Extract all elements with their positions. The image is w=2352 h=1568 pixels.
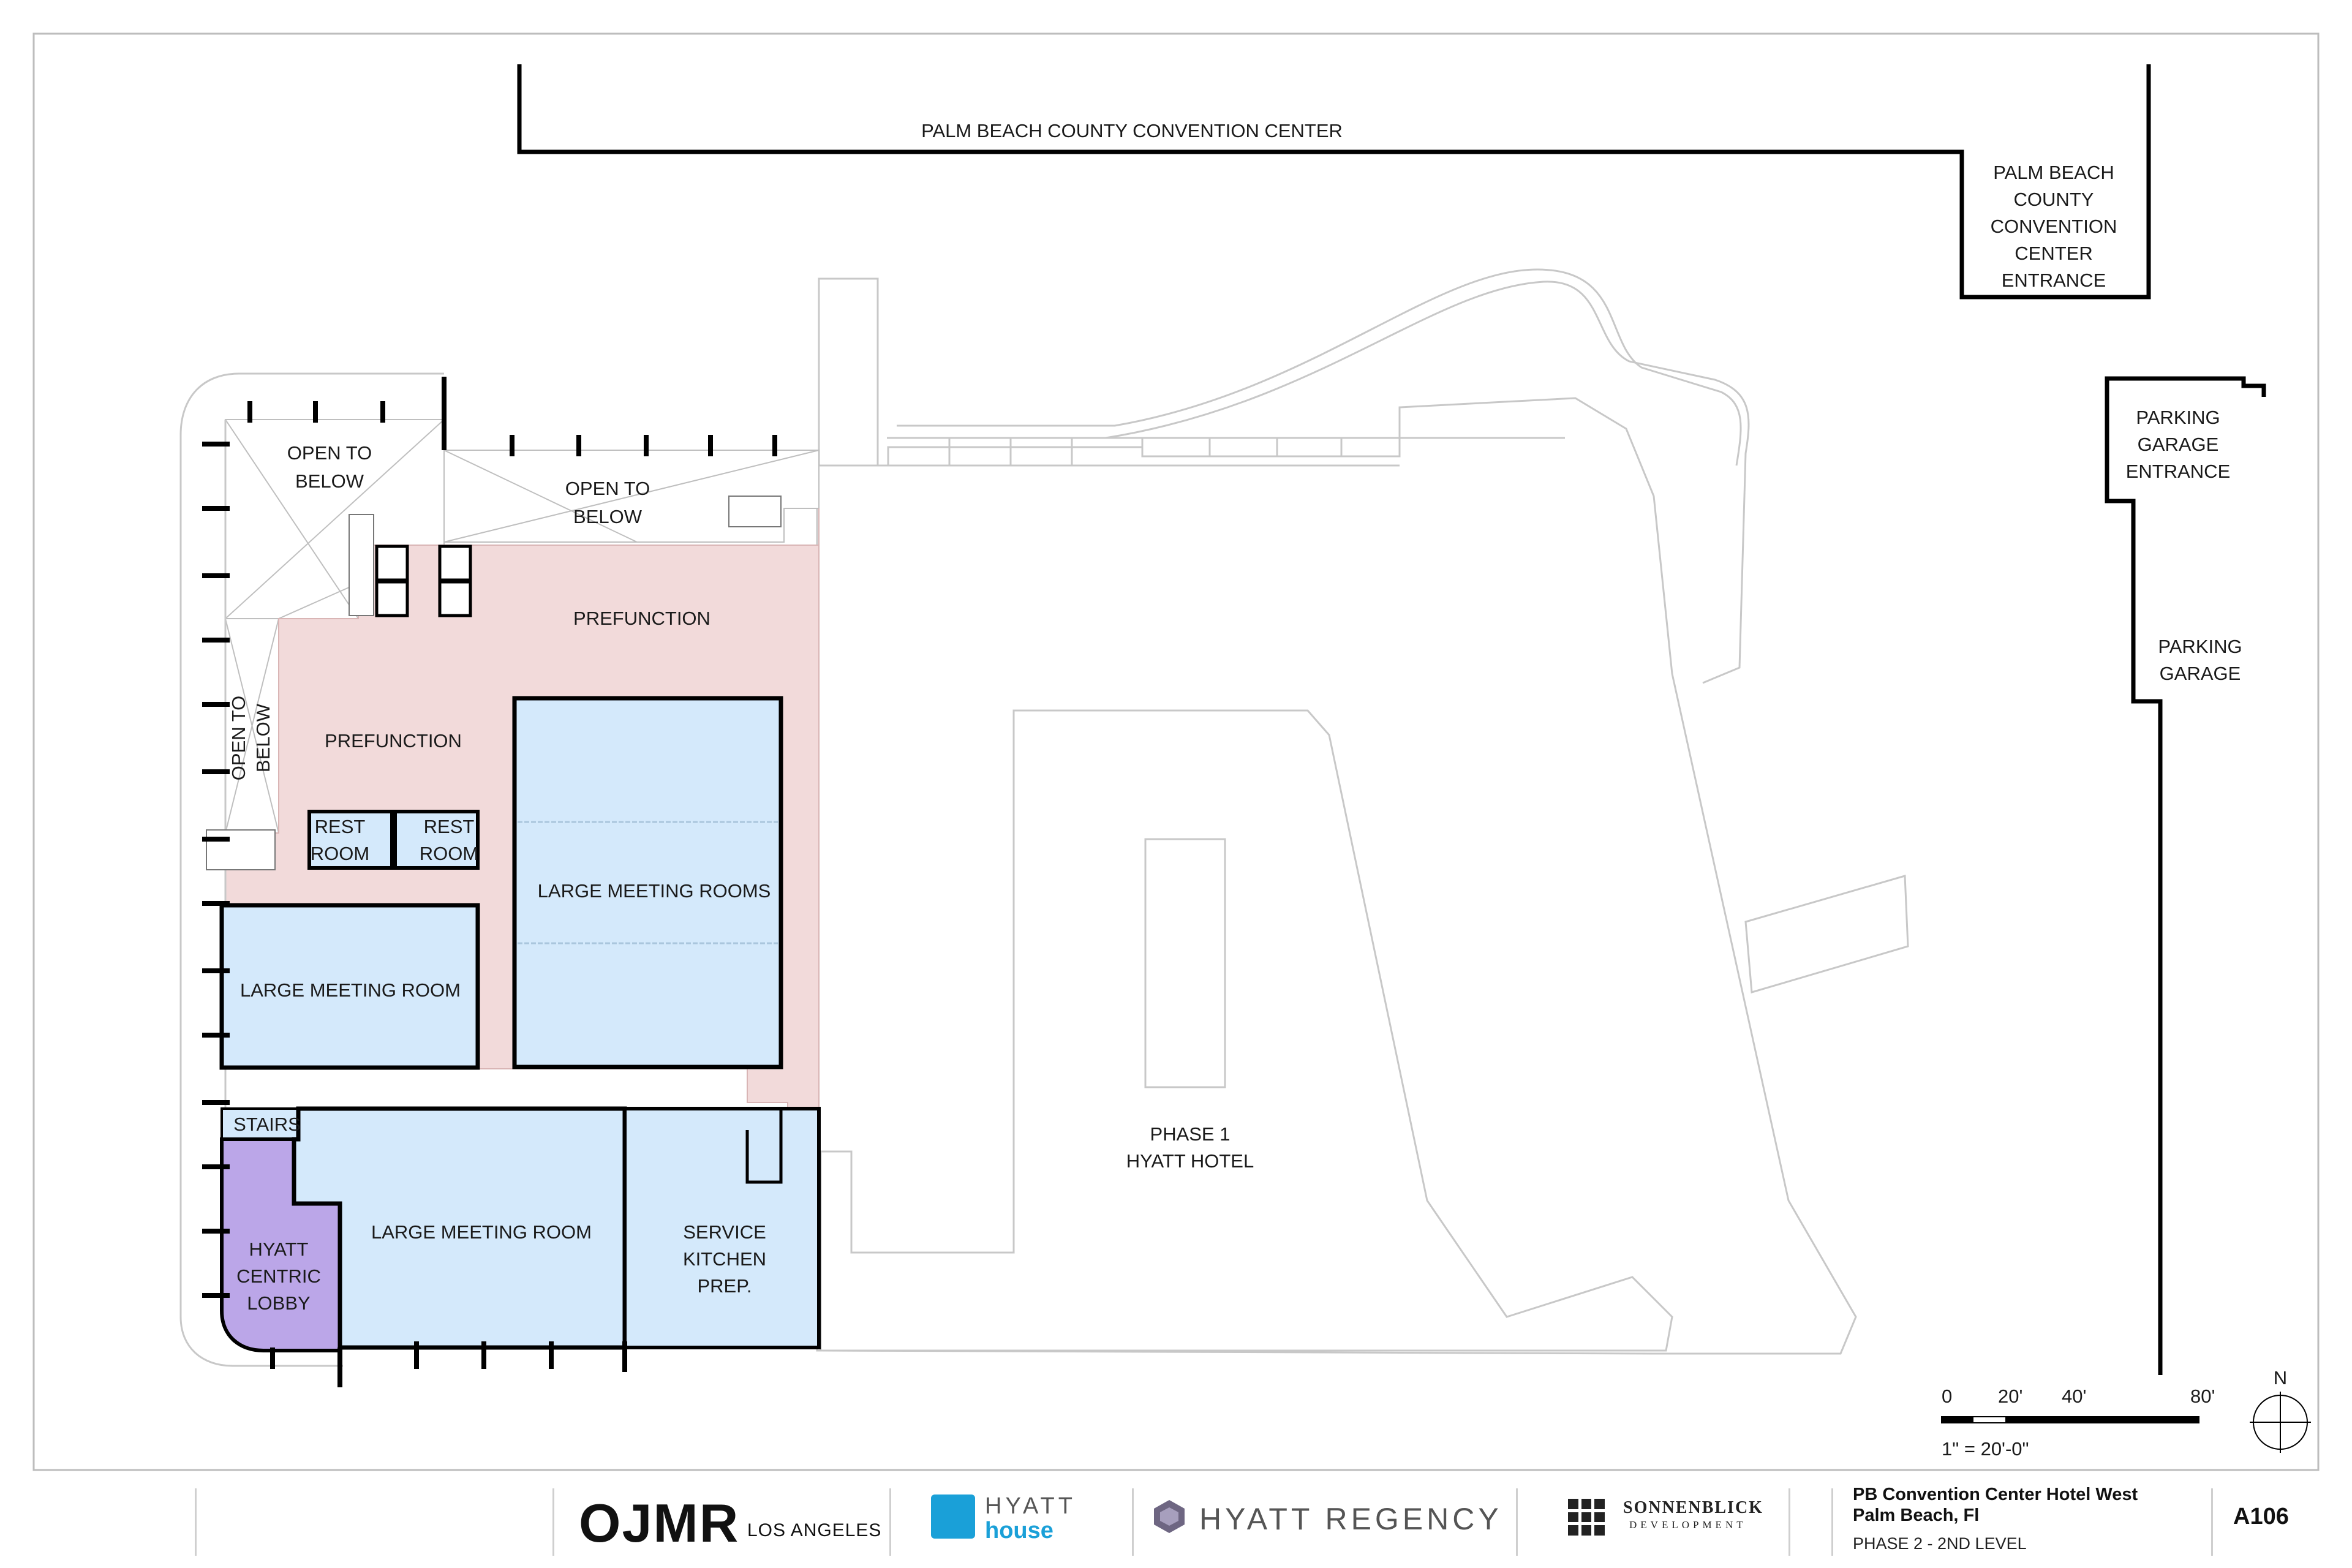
label-stairs: STAIRS xyxy=(233,1114,301,1135)
label-parking-entrance-2: GARAGE xyxy=(2138,434,2219,455)
label-parking-garage-1: PARKING xyxy=(2158,636,2242,657)
ojmr-logo: OJMR xyxy=(579,1493,740,1553)
label-cc-entrance-3: CONVENTION xyxy=(1991,216,2117,237)
sonnenblick-logo-icon xyxy=(1568,1499,1605,1536)
label-large-meeting-rooms: LARGE MEETING ROOMS xyxy=(538,880,771,902)
scale-bar: 0 20' 40' 80' 1" = 20'-0" xyxy=(1941,1385,2215,1460)
label-cc-entrance-2: COUNTY xyxy=(2014,189,2094,210)
hyatt-regency-text: HYATT REGENCY xyxy=(1199,1502,1502,1536)
large-meeting-rooms-block xyxy=(512,696,783,1069)
label-lobby-1: HYATT xyxy=(249,1238,308,1260)
label-lobby-3: LOBBY xyxy=(247,1292,310,1314)
hyatt-regency-logo-icon xyxy=(1154,1500,1185,1533)
label-parking-entrance-3: ENTRANCE xyxy=(2126,461,2231,482)
convention-center-wall xyxy=(517,64,2151,300)
tb-divider-6 xyxy=(1789,1488,1790,1556)
ojmr-city: LOS ANGELES xyxy=(747,1520,882,1540)
label-cc-entrance-4: CENTER xyxy=(2015,243,2092,264)
scale-note: 1" = 20'-0" xyxy=(1942,1438,2029,1460)
hyatt-house-logo-icon xyxy=(931,1494,975,1539)
label-large-meeting-room-left: LARGE MEETING ROOM xyxy=(240,979,461,1001)
label-open-below-3a: OPEN TO xyxy=(228,696,249,780)
tb-divider-4 xyxy=(1132,1488,1134,1556)
sheet-description: PHASE 2 - 2ND LEVEL xyxy=(1853,1534,2027,1553)
label-open-below-2b: BELOW xyxy=(573,506,643,527)
rest-room-2-shape xyxy=(393,810,480,870)
label-service-kitchen-3: PREP. xyxy=(697,1275,752,1297)
scale-tick-40: 40' xyxy=(2062,1385,2086,1407)
elevators xyxy=(375,545,472,617)
scale-tick-80: 80' xyxy=(2190,1385,2215,1407)
label-open-below-1b: BELOW xyxy=(295,470,364,492)
sheet-number: A106 xyxy=(2233,1504,2289,1529)
label-parking-entrance-1: PARKING xyxy=(2136,407,2220,428)
label-rest-room-2a: REST xyxy=(424,816,475,837)
stairs-box xyxy=(221,1107,300,1140)
perimeter-columns xyxy=(202,377,777,1387)
hyatt-house-text-1: HYATT xyxy=(985,1493,1076,1519)
label-prefunction-top: PREFUNCTION xyxy=(573,608,710,629)
phase1-outline xyxy=(816,268,1909,1355)
label-lobby-2: CENTRIC xyxy=(236,1265,321,1287)
label-open-below-2a: OPEN TO xyxy=(565,478,650,499)
sonnenblick-text-2: DEVELOPMENT xyxy=(1629,1519,1747,1531)
label-rest-room-2b: ROOM xyxy=(420,843,478,864)
tb-divider-2 xyxy=(552,1488,554,1556)
label-parking-garage-2: GARAGE xyxy=(2160,663,2241,684)
label-open-below-1a: OPEN TO xyxy=(287,442,372,464)
stair-hatch xyxy=(206,496,782,870)
label-phase1-2: HYATT HOTEL xyxy=(1126,1150,1254,1172)
label-convention-center: PALM BEACH COUNTY CONVENTION CENTER xyxy=(921,120,1343,141)
scale-tick-20: 20' xyxy=(1998,1385,2022,1407)
parking-garage-wall xyxy=(2105,376,2266,1375)
building-outer-edge xyxy=(179,372,444,1367)
label-service-kitchen-1: SERVICE xyxy=(683,1221,766,1243)
large-meeting-room-left xyxy=(219,903,480,1070)
room-labels: PALM BEACH COUNTY CONVENTION CENTER PALM… xyxy=(228,120,2242,1314)
label-service-kitchen-2: KITCHEN xyxy=(683,1248,766,1270)
tb-divider-3 xyxy=(889,1488,891,1556)
service-kitchen-shape xyxy=(623,1107,821,1349)
label-rest-room-1a: REST xyxy=(315,816,366,837)
sonnenblick-text-1: SONNENBLICK xyxy=(1623,1498,1763,1517)
north-arrow-icon: N xyxy=(2250,1367,2311,1453)
label-phase1-1: PHASE 1 xyxy=(1150,1123,1231,1145)
tb-divider-5 xyxy=(1516,1488,1518,1556)
tb-divider-8 xyxy=(2211,1488,2213,1556)
label-cc-entrance-5: ENTRANCE xyxy=(2002,270,2106,291)
hyatt-house-text-2: house xyxy=(985,1518,1054,1544)
scale-tick-0: 0 xyxy=(1942,1385,1952,1407)
label-cc-entrance-1: PALM BEACH xyxy=(1993,162,2114,183)
tb-divider-7 xyxy=(1831,1488,1833,1556)
label-large-meeting-room-bottom: LARGE MEETING ROOM xyxy=(371,1221,592,1243)
label-open-below-3b: BELOW xyxy=(252,703,274,772)
label-prefunction-left: PREFUNCTION xyxy=(325,730,462,752)
sheet-border xyxy=(32,32,2320,1471)
project-city: Palm Beach, Fl xyxy=(1853,1506,1980,1525)
tb-divider-1 xyxy=(195,1488,197,1556)
label-rest-room-1b: ROOM xyxy=(311,843,369,864)
project-name: PB Convention Center Hotel West xyxy=(1853,1485,2138,1504)
north-label: N xyxy=(2274,1367,2287,1389)
rest-room-1-shape xyxy=(307,810,394,870)
